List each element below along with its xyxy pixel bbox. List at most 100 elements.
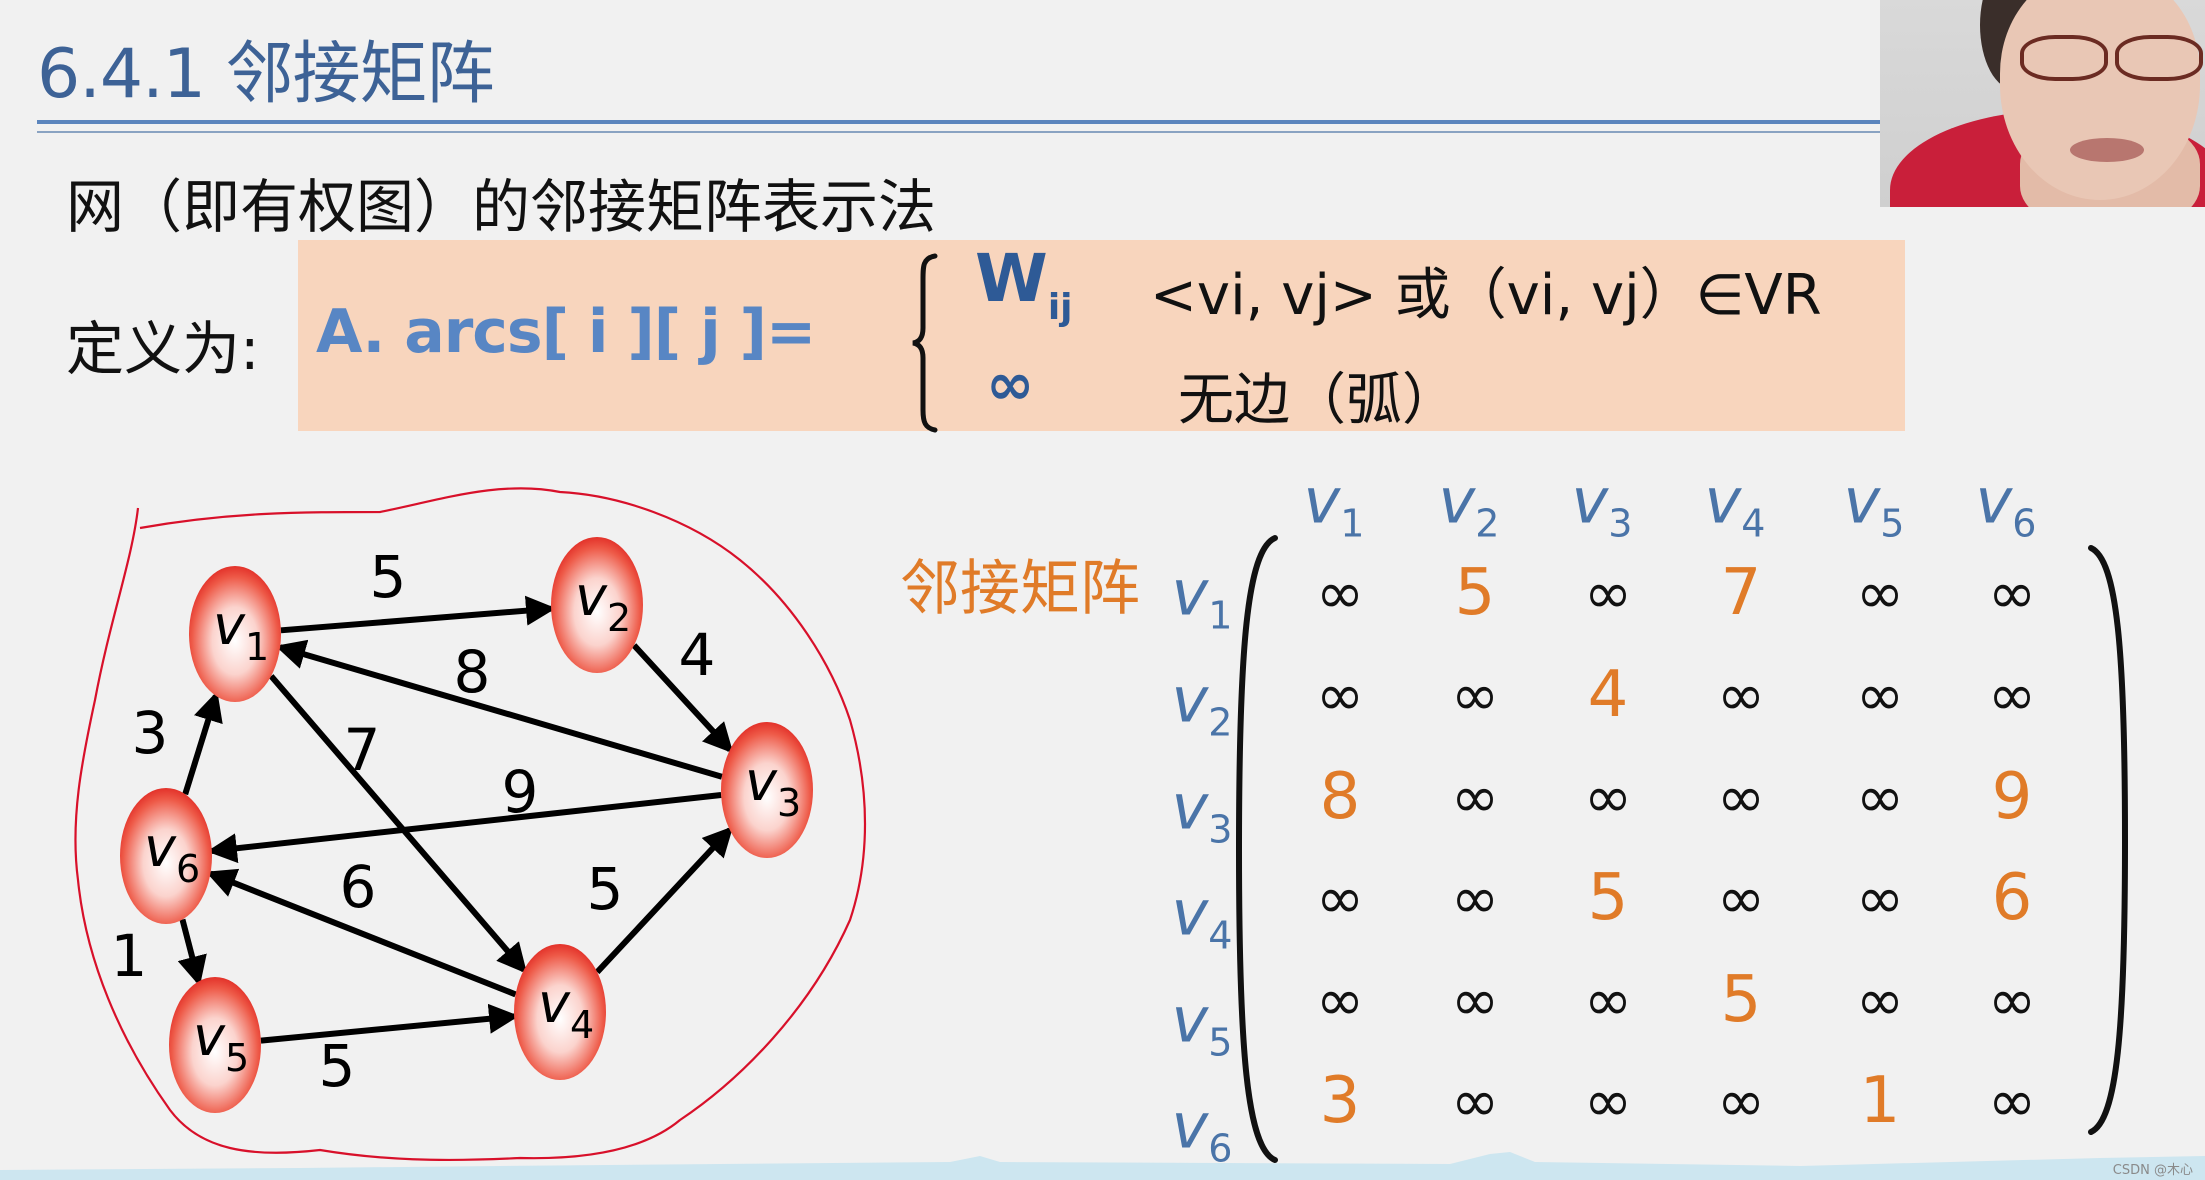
matrix-cell: ∞ — [1450, 966, 1500, 1034]
node-v4: v4 — [514, 944, 606, 1080]
matrix-cell: ∞ — [1315, 864, 1365, 932]
matrix-cell: 7 — [1720, 556, 1762, 630]
matrix-col-header: v3 — [1571, 464, 1633, 546]
title-underline — [37, 120, 1880, 124]
title-underline-thin — [37, 131, 1880, 133]
edge-v1-v2 — [280, 595, 557, 634]
bottom-decoration — [0, 1152, 2205, 1180]
matrix-col-header: v2 — [1438, 464, 1500, 546]
edge-weight-label: 5 — [319, 1032, 356, 1100]
slide-subtitle: 网（即有权图）的邻接矩阵表示法 — [66, 173, 937, 241]
matrix-cell: ∞ — [1855, 559, 1905, 627]
edge-weight-label: 6 — [340, 853, 377, 921]
matrix-row-header: v4 — [1171, 876, 1233, 958]
left-paren-icon — [1235, 535, 1278, 1163]
weight-symbol: Wij — [975, 240, 1073, 328]
infinity-symbol: ∞ — [986, 350, 1035, 418]
matrix-cell: ∞ — [1987, 661, 2037, 729]
edge-v6-v1 — [182, 691, 223, 796]
node-v6: v6 — [120, 788, 212, 924]
matrix-cell: ∞ — [1450, 1067, 1500, 1135]
edge-v5-v4 — [260, 1003, 520, 1044]
edge-v2-v3 — [631, 643, 734, 754]
edge-v4-v6 — [205, 868, 517, 998]
webcam-lips — [2070, 138, 2144, 162]
webcam-face — [2000, 0, 2200, 200]
matrix-cell: ∞ — [1450, 661, 1500, 729]
watermark: CSDN @木心 — [2112, 1163, 2193, 1178]
edge-weight-label: 4 — [679, 621, 716, 689]
edge-v3-v6 — [206, 792, 722, 864]
matrix-cell: ∞ — [1855, 763, 1905, 831]
matrix-cell: 8 — [1319, 760, 1361, 834]
matrix-cell: ∞ — [1855, 966, 1905, 1034]
matrix-row-header: v3 — [1171, 770, 1233, 852]
svg-text:v4: v4 — [538, 972, 594, 1047]
matrix-col-header: v4 — [1704, 464, 1766, 546]
left-brace-icon — [912, 253, 938, 433]
matrix-row-header: v2 — [1171, 663, 1233, 745]
matrix-cell: ∞ — [1716, 1067, 1766, 1135]
weight-subscript: ij — [1047, 287, 1073, 328]
slide-title: 6.4.1 邻接矩阵 — [37, 35, 495, 114]
matrix-cell: ∞ — [1315, 661, 1365, 729]
matrix-cell: ∞ — [1583, 559, 1633, 627]
matrix-cell: ∞ — [1855, 661, 1905, 729]
matrix-cell: ∞ — [1450, 864, 1500, 932]
webcam-glasses-right — [2115, 35, 2203, 81]
matrix-row-header: v1 — [1171, 556, 1233, 638]
edge-weight-label: 7 — [344, 716, 381, 784]
matrix-cell: 5 — [1720, 963, 1762, 1037]
node-v1: v1 — [189, 566, 281, 702]
matrix-col-header: v1 — [1303, 464, 1365, 546]
matrix-cell: ∞ — [1987, 559, 2037, 627]
matrix-cell: ∞ — [1716, 763, 1766, 831]
edge-v4-v3 — [595, 826, 734, 975]
matrix-cell: ∞ — [1583, 763, 1633, 831]
edge-weight-label: 9 — [502, 758, 539, 826]
matrix-cell: ∞ — [1716, 661, 1766, 729]
weighted-digraph: v1 v2 v3 v4 v5 v6 5 4 8 7 9 6 5 3 1 5 — [74, 487, 867, 1162]
matrix-cell: 1 — [1859, 1064, 1901, 1138]
matrix-cell: ∞ — [1450, 763, 1500, 831]
matrix-cell: 3 — [1319, 1064, 1361, 1138]
matrix-cell: ∞ — [1987, 966, 2037, 1034]
matrix-cell: 4 — [1587, 658, 1629, 732]
node-v2: v2 — [551, 537, 643, 673]
edge-weight-label: 5 — [587, 855, 624, 923]
matrix-cell: ∞ — [1315, 559, 1365, 627]
matrix-cell: ∞ — [1716, 864, 1766, 932]
case-no-edge-condition: 无边（弧） — [1178, 368, 1458, 433]
matrix-cell: ∞ — [1583, 966, 1633, 1034]
matrix-cell: ∞ — [1855, 864, 1905, 932]
matrix-row-header: v5 — [1171, 983, 1233, 1065]
edge-v6-v5 — [177, 918, 207, 987]
matrix-cell: ∞ — [1583, 1067, 1633, 1135]
matrix-col-header: v6 — [1975, 464, 2037, 546]
matrix-cell: 5 — [1587, 861, 1629, 935]
edge-weight-label: 1 — [111, 922, 148, 990]
matrix-cell: 9 — [1991, 760, 2033, 834]
matrix-label: 邻接矩阵 — [900, 554, 1140, 624]
presenter-webcam — [1880, 0, 2205, 207]
node-v3: v3 — [721, 722, 813, 858]
webcam-glasses-left — [2020, 35, 2108, 81]
svg-text:v6: v6 — [144, 816, 200, 891]
weight-w: W — [975, 240, 1048, 317]
matrix-cell: 5 — [1454, 556, 1496, 630]
matrix-cell: ∞ — [1315, 966, 1365, 1034]
right-paren-icon — [2088, 545, 2129, 1135]
edge-weight-label: 5 — [370, 543, 407, 611]
case-edge-condition: <vi, vj> 或（vi, vj）∈VR — [1150, 263, 1822, 328]
definition-label: 定义为: — [66, 315, 260, 383]
hand-drawn-outline — [74, 487, 867, 1162]
node-v5: v5 — [169, 977, 261, 1113]
definition-lhs: A. arcs[ i ][ j ]= — [316, 297, 816, 367]
edge-v3-v1 — [275, 639, 723, 780]
edge-weight-label: 8 — [454, 638, 491, 706]
edge-weight-label: 3 — [132, 699, 169, 767]
matrix-col-header: v5 — [1843, 464, 1905, 546]
matrix-cell: 6 — [1991, 861, 2033, 935]
edge-v1-v4 — [268, 674, 528, 974]
